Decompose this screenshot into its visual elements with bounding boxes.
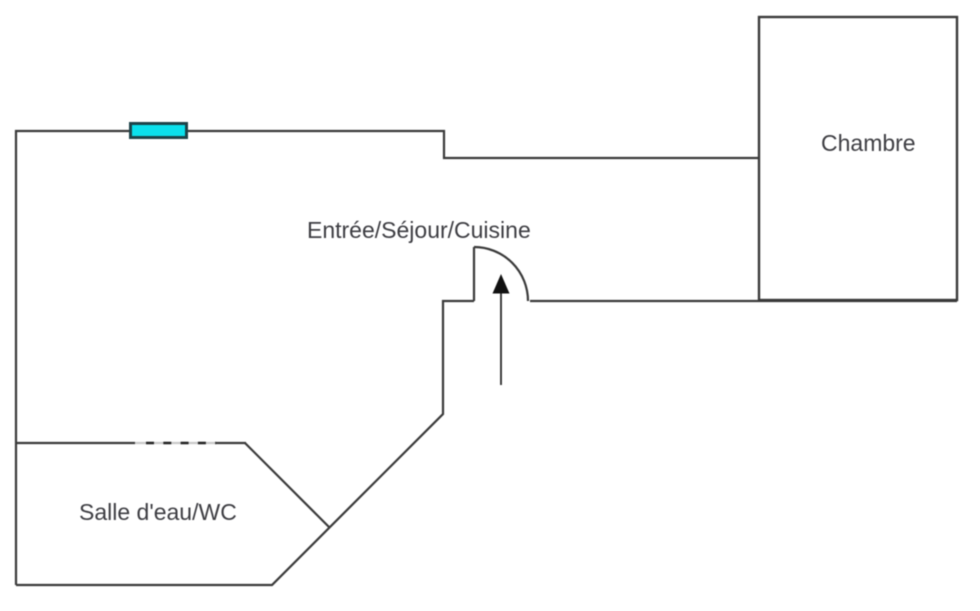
svg-text:Salle d'eau/WC: Salle d'eau/WC xyxy=(79,499,237,525)
svg-text:Entrée/Séjour/Cuisine: Entrée/Séjour/Cuisine xyxy=(307,217,531,243)
svg-text:Chambre: Chambre xyxy=(821,130,916,156)
